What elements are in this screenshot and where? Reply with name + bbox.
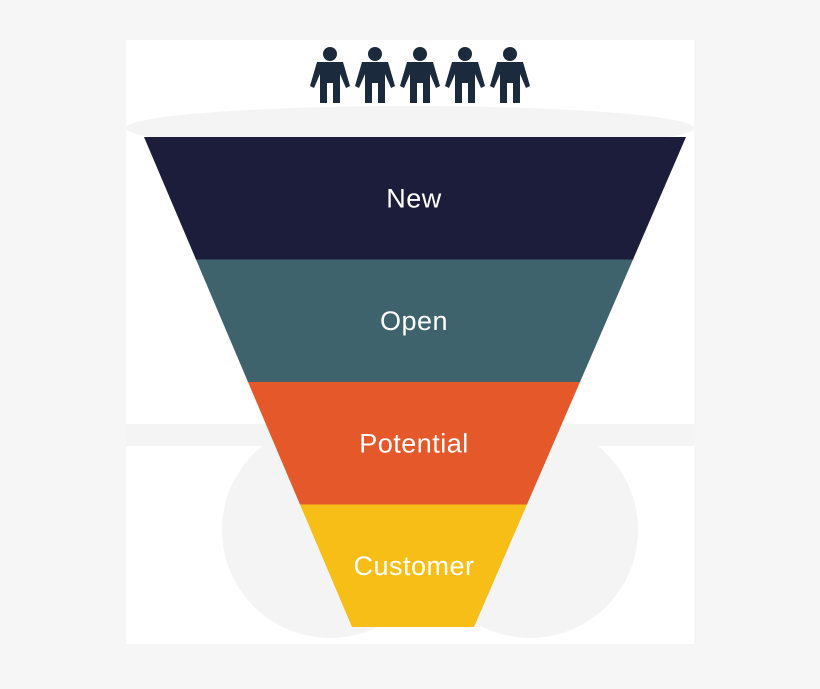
funnel-stage-label: Customer <box>353 551 474 581</box>
funnel-stage-open <box>196 259 633 382</box>
funnel-stage-label: New <box>386 183 442 213</box>
funnel-stage-label: Open <box>380 306 448 336</box>
funnel-stage-new <box>144 137 686 260</box>
funnel-stage-customer <box>300 504 527 627</box>
funnel-stage-label: Potential <box>359 428 469 458</box>
funnel-stage-potential <box>248 382 580 505</box>
